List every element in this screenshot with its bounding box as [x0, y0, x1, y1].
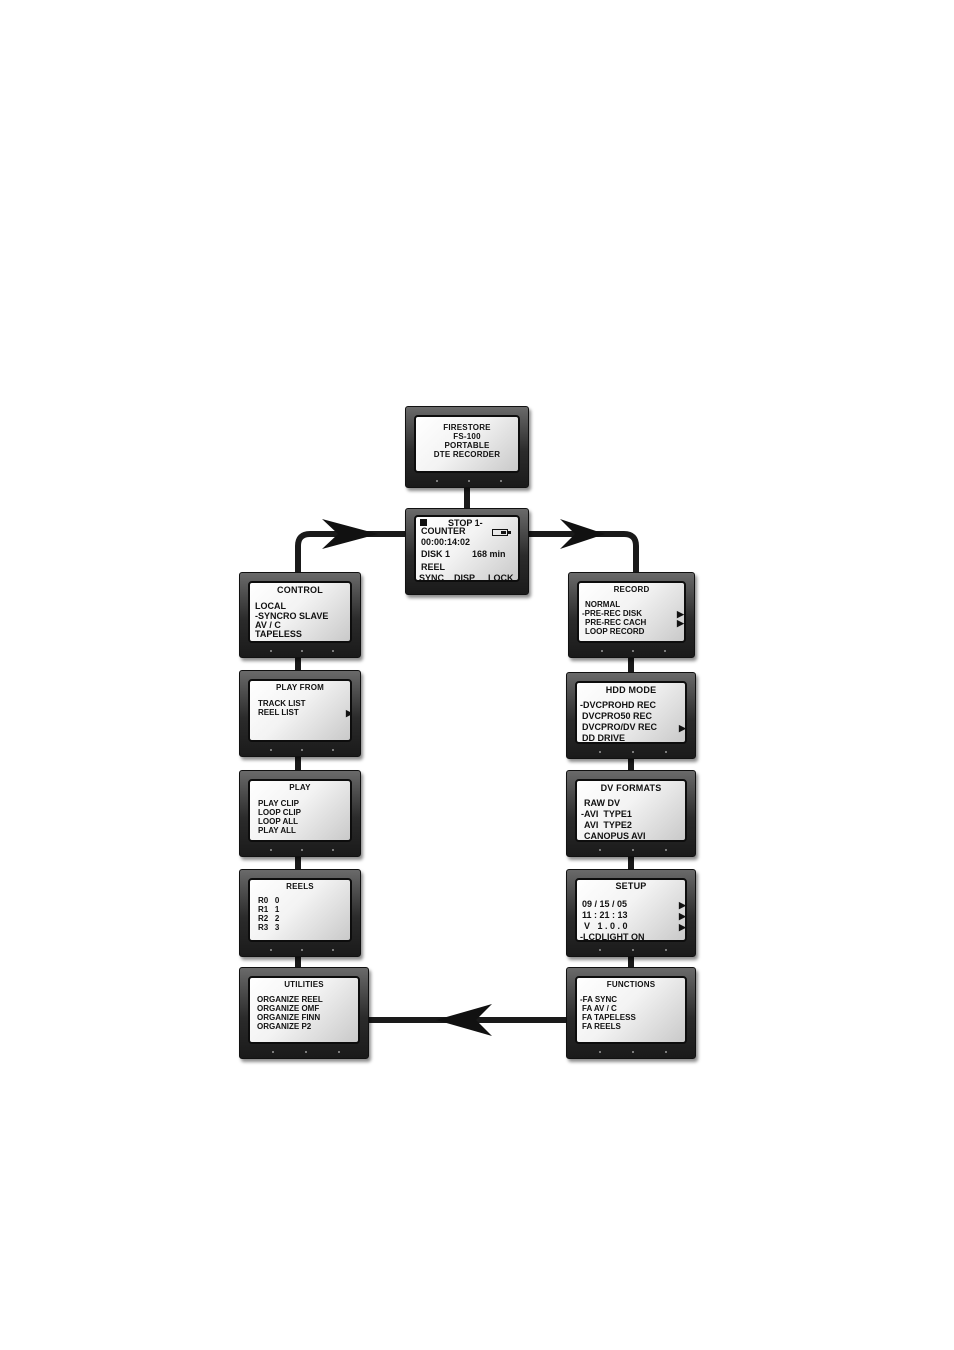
right-triangle-icon[interactable]: ▶	[679, 911, 686, 921]
reel-label: REEL	[421, 562, 446, 572]
menu-item[interactable]: 09 / 15 / 05	[582, 899, 628, 909]
boot-line: DTE RECORDER	[433, 450, 501, 459]
menu-item[interactable]: V 1 . 0 . 0	[584, 921, 628, 931]
flow-arrow-right	[560, 519, 605, 549]
menu-item[interactable]: LOOP RECORD	[585, 627, 645, 636]
boot-line: FS-100	[453, 432, 481, 441]
menu-item[interactable]: DD DRIVE	[582, 733, 626, 743]
menu-item[interactable]: DVCPRO50 REC	[582, 711, 653, 721]
menu-title: FUNCTIONS	[606, 980, 656, 989]
menu-title: UTILITIES	[284, 980, 324, 989]
right-triangle-icon[interactable]: ▶	[679, 723, 686, 733]
menu-item[interactable]: RAW DV	[584, 798, 620, 808]
menu-item[interactable]: TRACK LIST	[258, 699, 306, 708]
flow-arrow-bottom	[436, 1004, 492, 1036]
control-menu-screen: CONTROL LOCAL -SYNCRO SLAVE AV / C TAPEL…	[239, 572, 361, 658]
menu-item[interactable]: PLAY CLIP	[258, 799, 299, 808]
menu-title: HDD MODE	[605, 685, 657, 695]
dv-formats-menu-screen: DV FORMATS RAW DV -AVI TYPE1 AVI TYPE2 C…	[566, 770, 696, 857]
reels-menu-screen: REELS R0 0 R1 1 R2 2 R3 3	[239, 869, 361, 957]
menu-item[interactable]: LOOP CLIP	[258, 808, 301, 817]
menu-item[interactable]: NORMAL	[585, 600, 621, 609]
menu-item[interactable]: ORGANIZE P2	[257, 1022, 312, 1031]
right-triangle-icon[interactable]: ▶	[346, 708, 350, 719]
boot-line: FIRESTORE	[443, 423, 491, 432]
menu-item[interactable]: FA TAPELESS	[582, 1013, 636, 1022]
remaining-time: 168 min	[472, 549, 506, 559]
hdd-mode-menu-screen: HDD MODE -DVCPROHD REC DVCPRO50 REC DVCP…	[566, 672, 696, 759]
functions-menu-screen: FUNCTIONS -FA SYNC FA AV / C FA TAPELESS…	[566, 967, 696, 1059]
menu-item[interactable]: 11 : 21 : 13	[582, 910, 628, 920]
menu-item[interactable]: ORGANIZE FINN	[257, 1013, 321, 1022]
timecode: 00:00:14:02	[421, 537, 471, 547]
menu-item[interactable]: -DVCPROHD REC	[580, 700, 657, 710]
menu-item[interactable]: -AVI TYPE1	[581, 809, 632, 819]
stop-square-icon	[420, 519, 427, 526]
menu-item[interactable]: LOCAL	[255, 601, 286, 611]
record-menu-screen: RECORD NORMAL -PRE-REC DISK PRE-REC CACH…	[568, 572, 695, 658]
menu-item[interactable]: AVI TYPE2	[584, 820, 632, 830]
menu-item[interactable]: REEL LIST	[258, 708, 299, 717]
menu-title: DV FORMATS	[600, 783, 662, 793]
menu-title: CONTROL	[277, 585, 323, 595]
disk-label: DISK 1	[421, 549, 451, 559]
stop-status: STOP 1-	[448, 518, 483, 528]
menu-item[interactable]: R0 0	[258, 896, 280, 905]
menu-item[interactable]: -LCDLIGHT ON	[580, 932, 645, 942]
play-from-menu-screen: PLAY FROM TRACK LIST REEL LIST ▶	[239, 670, 361, 757]
play-menu-screen: PLAY PLAY CLIP LOOP CLIP LOOP ALL PLAY A…	[239, 770, 361, 857]
boot-screen: FIRESTORE FS-100 PORTABLE DTE RECORDER	[405, 406, 529, 488]
main-status-screen: STOP 1- COUNTER 00:00:14:02 DISK 1 168 m…	[405, 508, 529, 595]
connector-left-top	[295, 531, 405, 572]
menu-item[interactable]: -SYNCRO SLAVE	[255, 611, 329, 621]
right-triangle-icon[interactable]: ▶	[679, 922, 686, 932]
menu-item[interactable]: FA REELS	[582, 1022, 621, 1031]
menu-item[interactable]: PLAY ALL	[258, 826, 296, 835]
utilities-menu-screen: UTILITIES ORGANIZE REEL ORGANIZE OMF ORG…	[239, 967, 369, 1059]
menu-item[interactable]: CANOPUS AVI	[584, 831, 646, 841]
menu-title: RECORD	[613, 585, 650, 594]
counter-label: COUNTER	[421, 526, 466, 536]
battery-icon	[492, 529, 508, 536]
menu-title: REELS	[286, 882, 314, 891]
right-triangle-icon[interactable]: ▶	[679, 900, 686, 910]
menu-title: PLAY FROM	[275, 683, 325, 692]
menu-item[interactable]: FA AV / C	[582, 1004, 617, 1013]
right-triangle-icon[interactable]: ▶	[677, 618, 684, 628]
menu-item[interactable]: -PRE-REC DISK	[582, 609, 643, 618]
softkey-disp[interactable]: DISP	[454, 573, 476, 582]
menu-item[interactable]: R3 3	[258, 923, 280, 932]
menu-item[interactable]: PRE-REC CACH	[585, 618, 647, 627]
menu-item[interactable]: ORGANIZE REEL	[257, 995, 323, 1004]
menu-item[interactable]: TAPELESS	[255, 629, 302, 639]
flow-arrow-left	[322, 519, 378, 549]
menu-item[interactable]: R1 1	[258, 905, 280, 914]
menu-item[interactable]: -FA SYNC	[580, 995, 618, 1004]
menu-item[interactable]: LOOP ALL	[258, 817, 298, 826]
menu-item[interactable]: ORGANIZE OMF	[257, 1004, 320, 1013]
menu-title: PLAY	[289, 783, 311, 792]
softkey-lock[interactable]: LOCK	[488, 573, 514, 582]
boot-line: PORTABLE	[444, 441, 490, 450]
connector-right-top	[528, 531, 639, 572]
menu-title: SETUP	[615, 881, 647, 891]
menu-item[interactable]: AV / C	[255, 620, 281, 630]
battery-tip	[508, 531, 511, 534]
softkey-sync[interactable]: SYNC	[419, 573, 445, 582]
menu-item[interactable]: DVCPRO/DV REC	[582, 722, 658, 732]
right-triangle-icon[interactable]: ▶	[677, 609, 684, 619]
setup-menu-screen: SETUP 09 / 15 / 05 11 : 21 : 13 V 1 . 0 …	[566, 869, 696, 957]
menu-item[interactable]: R2 2	[258, 914, 280, 923]
